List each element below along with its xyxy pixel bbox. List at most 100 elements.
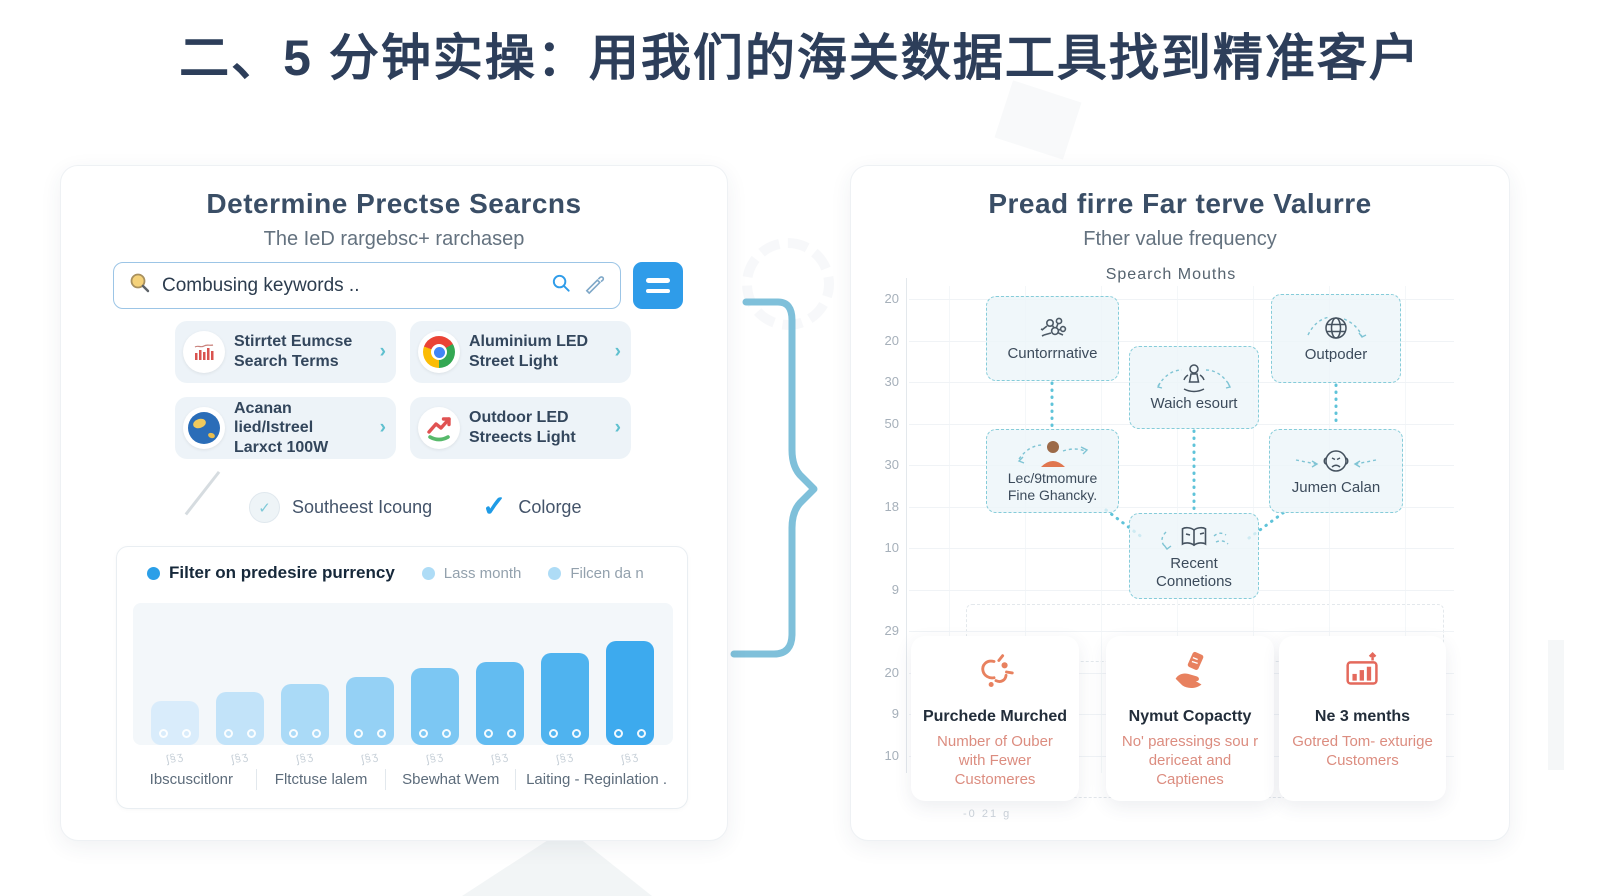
node-jumen-calan: Jumen Calan [1269,429,1403,513]
pen-icon[interactable] [583,272,606,300]
horizontal-gridline [909,465,1454,466]
bar: ʃ§ʒ [151,701,199,766]
y-axis-tick-label: 20 [884,291,899,306]
x-axis-label: Laiting - Reginlation . [515,769,677,790]
magnifier-glyph-icon [224,729,233,738]
vertical-gridline [949,286,950,773]
search-icon[interactable] [550,272,573,300]
vertical-gridline [1101,286,1102,773]
book-icon [1161,527,1229,551]
chevron-right-icon: › [379,341,386,362]
legend-item-filcen: Filcen da n [548,564,644,582]
chart-footnote: -0 21 g [963,808,1012,820]
vertical-gridline [1405,286,1406,773]
y-axis-tick-label: 10 [884,540,899,555]
chart-title: Spearch Mouths [1105,266,1237,283]
checkbox-label: Colorge [518,497,582,517]
scribble-annotation: ʃ§ʒ [425,750,445,766]
bar: ʃ§ʒ [346,677,394,766]
check-circle-icon: ✓ [249,492,280,523]
magnifier-glyph-icon [182,729,191,738]
person-icon [1156,364,1232,393]
stat-card-ne3menths: Ne 3 menths Gotred Tom- exturige Custome… [1279,636,1446,801]
magnifier-glyph-icon [312,729,321,738]
scribble-annotation: ʃ§ʒ [230,750,250,766]
node-waich-esourt: Waich esourt [1129,346,1259,429]
menu-bar-line [646,288,670,293]
scribble-annotation: ʃ§ʒ [360,750,380,766]
x-axis-label: Fltctuse lalem [255,769,386,790]
magnifier-glyph-icon [507,729,516,738]
bar-chart-card: Filter on predesire purrency Lass month … [116,546,688,809]
checkbox-colorge[interactable]: ✓ Colorge [482,493,581,522]
magnifier-glyph-icon [637,729,646,738]
magnifier-glyph-icon [247,729,256,738]
node-label: Jumen Calan [1291,478,1381,496]
stat-card-body: Number of Ouber with Fewer Customeres [937,733,1053,789]
y-axis-tick-label: 30 [884,374,899,389]
planet-icon [183,407,225,449]
magnifier-glyph-icon [549,729,558,738]
network-icon [1040,317,1066,338]
menu-button[interactable] [633,262,683,309]
magnifier-glyph-icon [419,729,428,738]
horizontal-gridline [909,631,1454,632]
trend-up-icon [418,407,460,449]
node-outpoder: Outpoder [1271,294,1401,383]
hand-icon [1175,651,1204,688]
y-axis-tick-label: 9 [891,706,899,721]
background-gear-shape [742,238,834,330]
chevron-right-icon: › [614,341,621,362]
search-bar [113,262,621,309]
right-panel-title: Pread firre Far terve Valurre [988,188,1372,219]
legend-label: Filcen da n [570,564,644,582]
search-input[interactable] [162,274,540,297]
y-axis-tick-label: 30 [884,457,899,472]
right-panel: Pread firre Far terve Valurre Fther valu… [850,165,1510,841]
bar: ʃ§ʒ [476,662,524,766]
scribble-annotation: ʃ§ʒ [490,750,510,766]
legend-item-lass-month: Lass month [421,564,522,582]
left-panel-title: Determine Prectse Searcns [206,188,582,219]
legend-item-primary: Filter on predesire purrency [147,563,395,583]
bar: ʃ§ʒ [606,641,654,766]
magnifier-glyph-icon [614,729,623,738]
scribble-annotation: ʃ§ʒ [620,750,640,766]
horizontal-gridline [909,340,1454,342]
curly-brace-connector [730,298,818,658]
vertical-gridline [1025,286,1026,773]
filter-checkboxes: ✓ Southeest Icoung ✓ Colorge [249,492,581,523]
checkbox-southeest[interactable]: ✓ Southeest Icoung [249,492,432,523]
chart-legend: Filter on predesire purrency Lass month … [147,563,644,583]
magnifier-yellow-icon [128,271,152,300]
x-axis-label: Sbewhat Wem [385,769,515,790]
legend-dot [147,566,160,580]
magnifier-glyph-icon [377,729,386,738]
scribble-annotation: ʃ§ʒ [295,750,315,766]
check-icon: ✓ [482,491,507,523]
y-axis-tick-label: 29 [884,623,899,638]
left-panel: Determine Prectse Searcns The IeD rargeb… [60,165,728,841]
chrome-icon [418,331,460,373]
magnifier-glyph-icon [354,729,363,738]
legend-label: Lass month [443,564,522,582]
node-label: Outpoder [1304,346,1368,364]
left-panel-subtitle: The IeD rargebsc+ rarchasep [263,228,525,250]
node-label: Waich esourt [1150,395,1238,413]
legend-dot [421,566,435,580]
stat-card-purchede: Purchede Murched Number of Ouber with Fe… [911,636,1079,801]
page-title: 二、5 分钟实操：用我们的海关数据工具找到精准客户 [179,30,1421,86]
globe-icon [1307,316,1367,340]
